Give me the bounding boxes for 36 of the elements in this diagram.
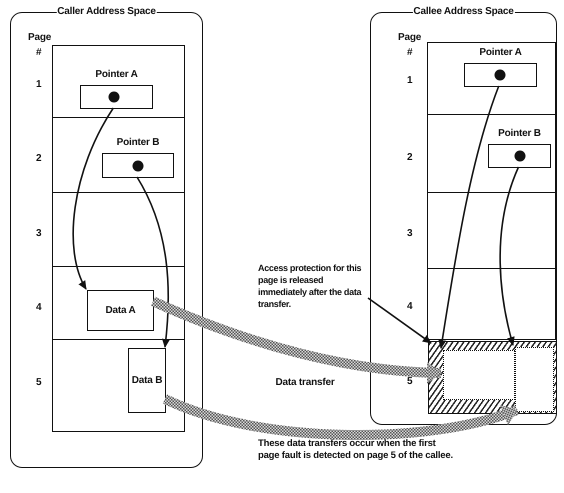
target-slot	[515, 347, 554, 412]
pointer-label: Pointer B	[498, 128, 541, 140]
note-text: These data transfers occur when the first page fault is detected on page 5 of the callee.	[258, 438, 454, 462]
annotation-text: Access protection for this page is released immediately after the data transfer.	[258, 262, 368, 310]
pointer-arrow	[499, 166, 520, 346]
target-slot	[443, 350, 515, 400]
page-number: 5	[407, 376, 412, 388]
pointer-label: Pointer A	[479, 47, 522, 59]
data-label: Data B	[130, 374, 164, 387]
protected-page-region	[428, 341, 557, 414]
page-number: 2	[36, 153, 42, 165]
panel-title: Caller Address Space	[56, 6, 157, 18]
page-number: 1	[407, 75, 412, 87]
page-heading: #	[36, 47, 42, 59]
page-number: 1	[36, 79, 42, 91]
pointer-label: Pointer B	[116, 137, 160, 149]
page-number: 2	[407, 152, 412, 164]
pointer-label: Pointer A	[95, 69, 138, 81]
leader-line	[368, 297, 432, 344]
page-number: 4	[407, 301, 412, 313]
page-number: 4	[36, 302, 42, 314]
page-heading: Page	[28, 32, 52, 44]
data-label: Data A	[104, 304, 137, 317]
page-number: 3	[407, 228, 412, 240]
pointer-arrow	[438, 86, 500, 349]
page-heading: #	[407, 47, 412, 59]
transfer-arrow	[163, 394, 519, 440]
page-number: 5	[36, 377, 42, 389]
transfer-arrow	[151, 296, 442, 384]
pointer-arrow	[72, 108, 114, 290]
panel-title: Callee Address Space	[412, 6, 515, 18]
page-heading: Page	[398, 32, 422, 44]
pointer-arrow	[136, 176, 170, 348]
data-box	[128, 348, 166, 413]
page-number: 3	[36, 228, 42, 240]
data-box	[87, 290, 154, 331]
